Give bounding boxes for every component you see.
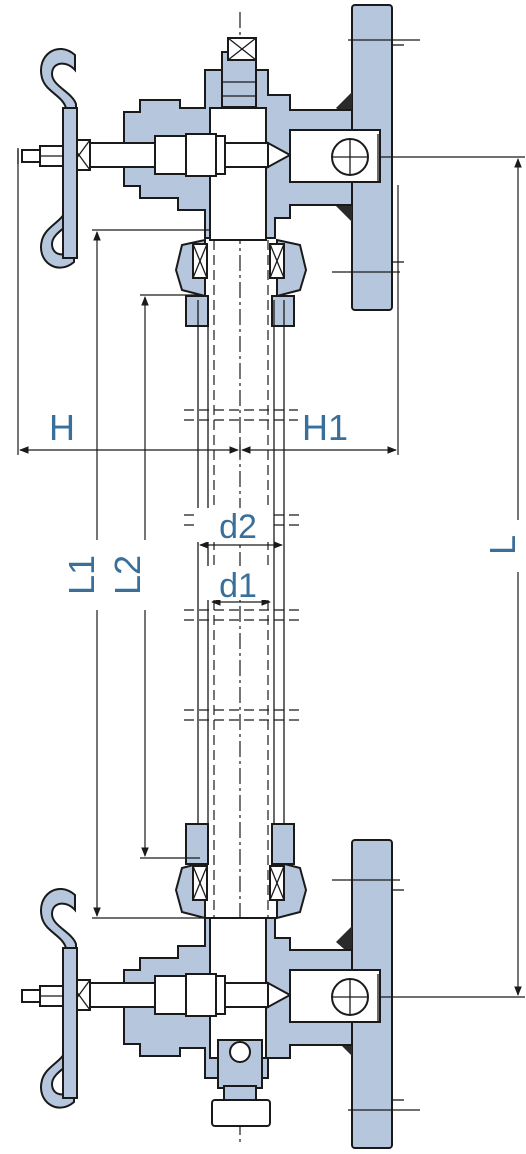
- label-H1: H1: [302, 407, 348, 448]
- label-H: H: [49, 407, 75, 448]
- label-L: L: [482, 535, 523, 555]
- bottom-valve-assembly: [21, 823, 420, 1149]
- label-d1: d1: [219, 567, 257, 605]
- top-plug: [221, 51, 257, 108]
- label-d2: d2: [219, 508, 257, 546]
- label-L2: L2: [107, 555, 148, 595]
- top-valve-assembly: [17, 4, 420, 327]
- label-L1: L1: [61, 555, 102, 595]
- labels: H H1 d2 d1 L L1 L2: [40, 407, 523, 610]
